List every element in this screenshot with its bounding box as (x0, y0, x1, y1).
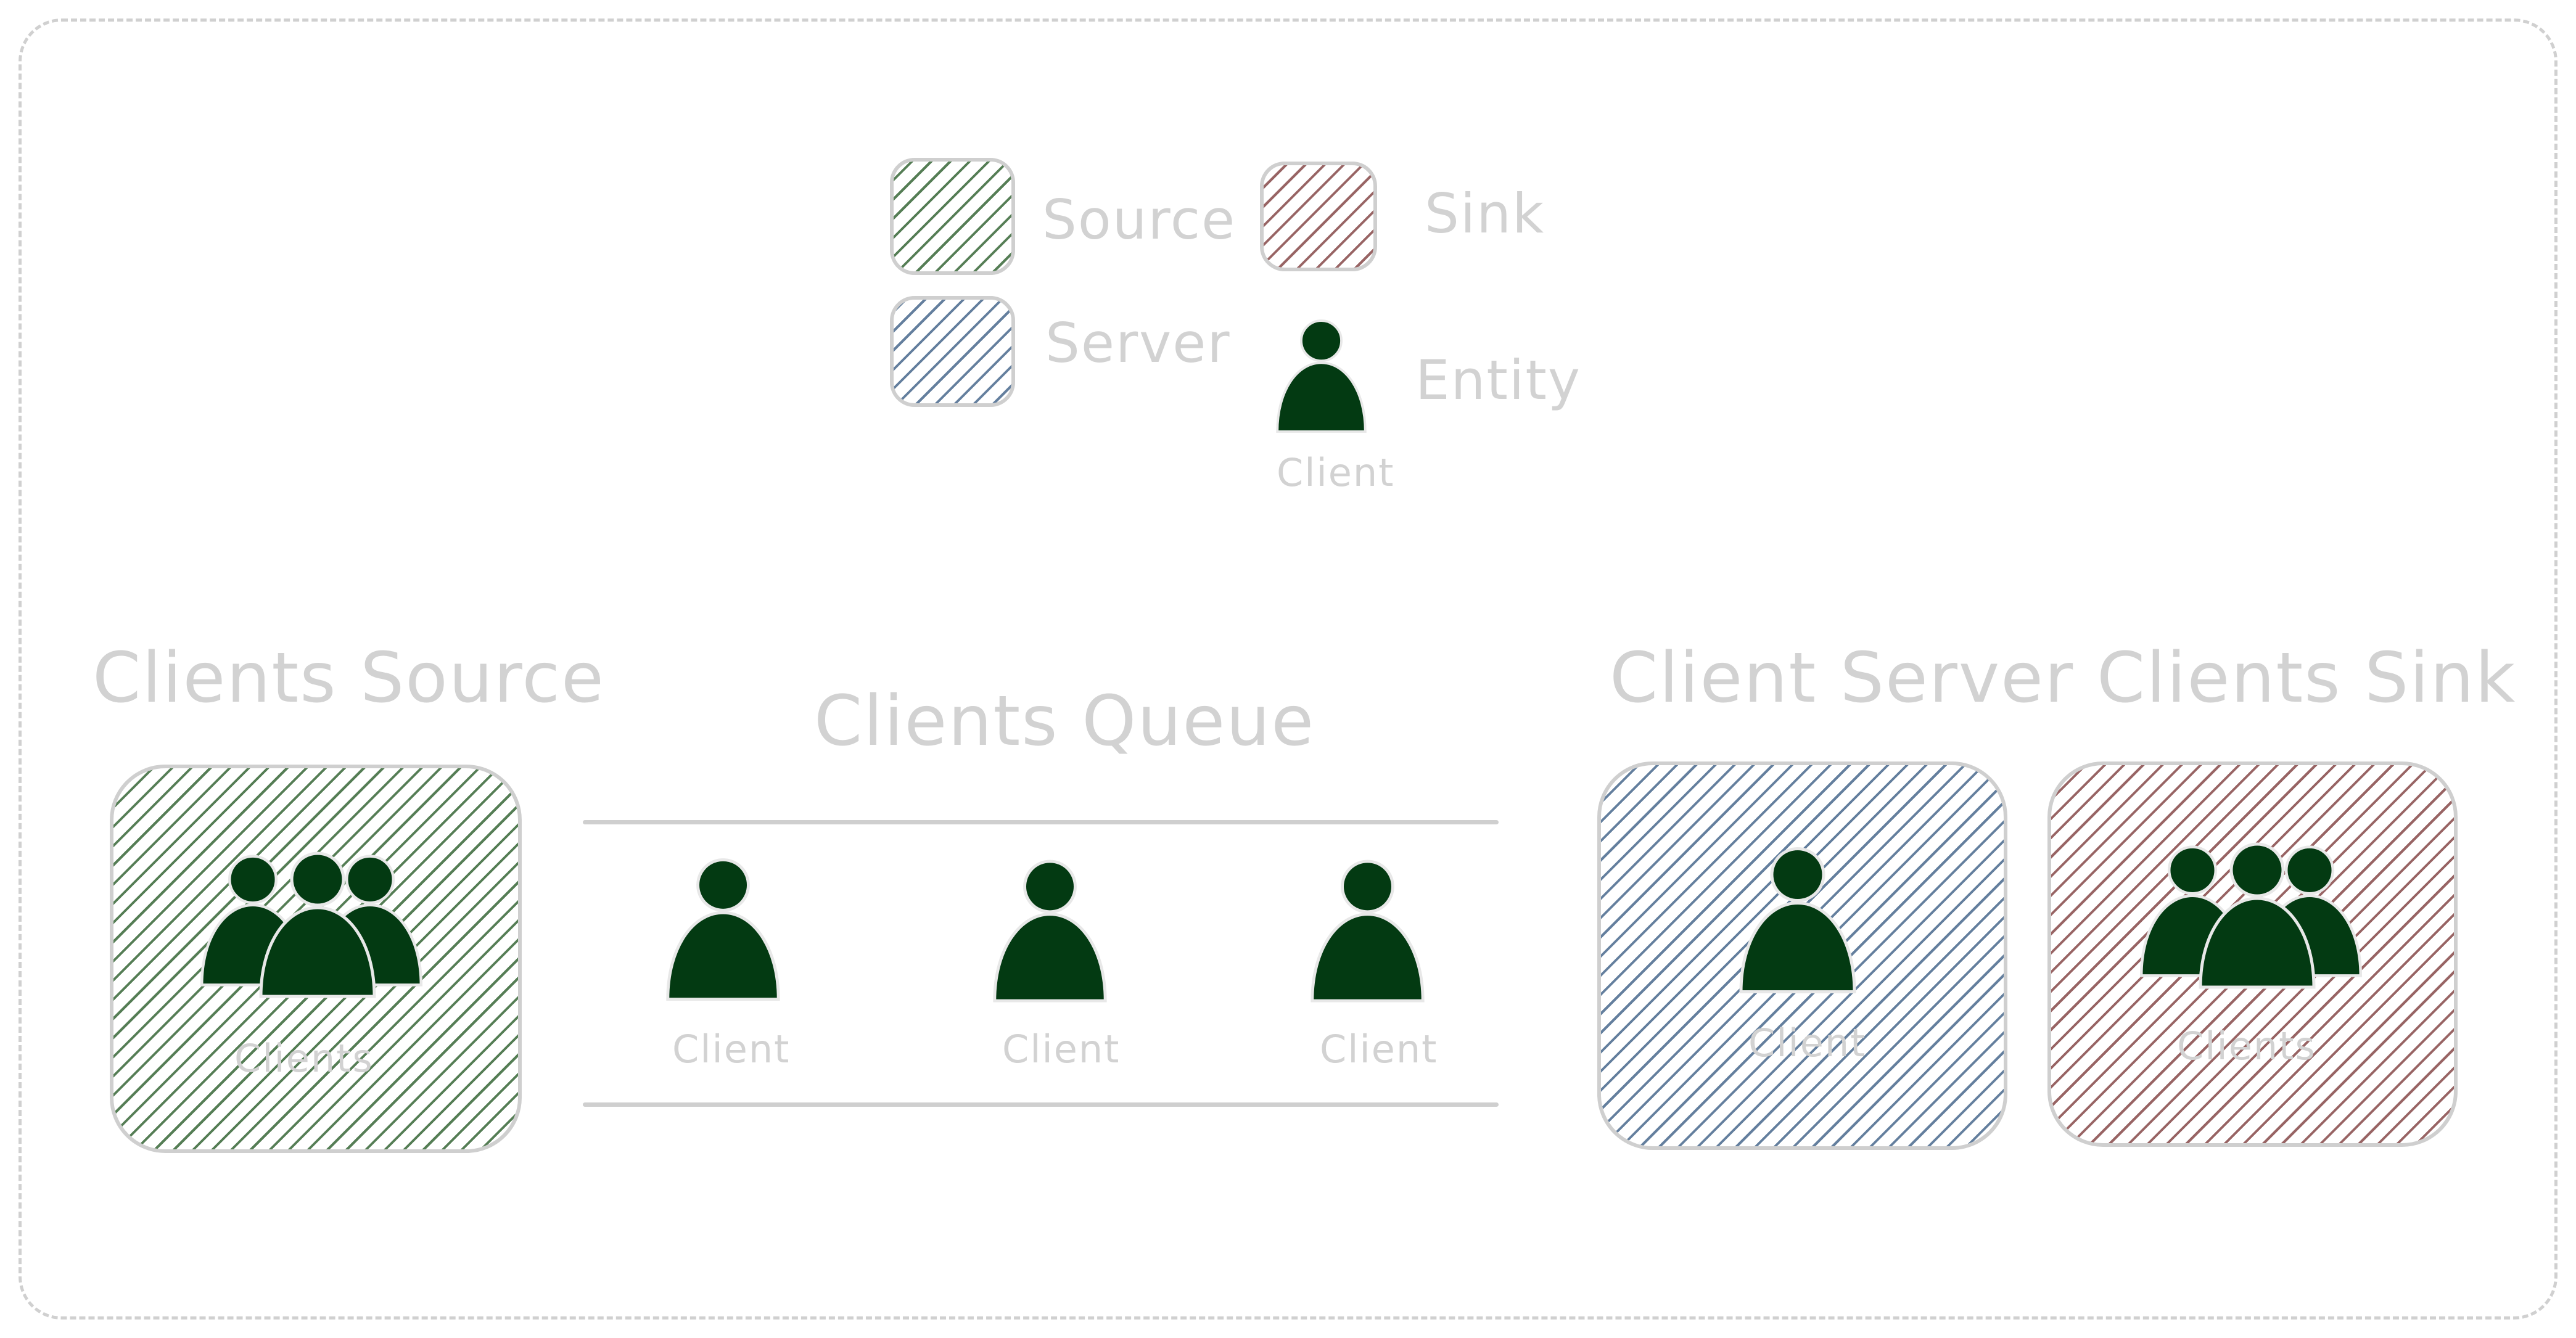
queue-title: Clients Queue (814, 681, 1315, 761)
queue-item-label: Client (1002, 1027, 1121, 1072)
queue-top-rail (583, 820, 1499, 824)
legend-entity-tag: Client (1277, 450, 1395, 495)
legend-sink-label: Sink (1425, 182, 1545, 245)
legend-server-swatch (890, 296, 1015, 407)
legend-sink-swatch (1260, 162, 1377, 271)
queue-item-label: Client (672, 1027, 791, 1072)
sink-group-icon (2128, 823, 2387, 1008)
legend-entity-label: Entity (1415, 348, 1581, 412)
queue-person-icon (990, 854, 1110, 1008)
diagram-frame (19, 18, 2557, 1320)
queue-person-icon (663, 851, 783, 1008)
legend-source-label: Source (1042, 188, 1237, 252)
queue-bottom-rail (583, 1102, 1499, 1107)
sink-title: Clients Sink (2097, 638, 2517, 718)
server-tag: Client (1748, 1020, 1867, 1065)
legend-source-swatch (890, 158, 1015, 275)
queue-item-label: Client (1320, 1027, 1438, 1072)
source-title: Clients Source (93, 638, 605, 718)
server-person-icon (1736, 845, 1859, 996)
source-tag: Clients (234, 1036, 374, 1081)
sink-tag: Clients (2177, 1024, 2316, 1069)
queue-person-icon (1307, 854, 1428, 1008)
source-node (110, 765, 522, 1153)
source-group-icon (188, 832, 447, 1017)
legend-entity-person-icon (1276, 319, 1367, 433)
legend-server-label: Server (1045, 311, 1231, 375)
server-title: Client Server (1610, 638, 2075, 718)
